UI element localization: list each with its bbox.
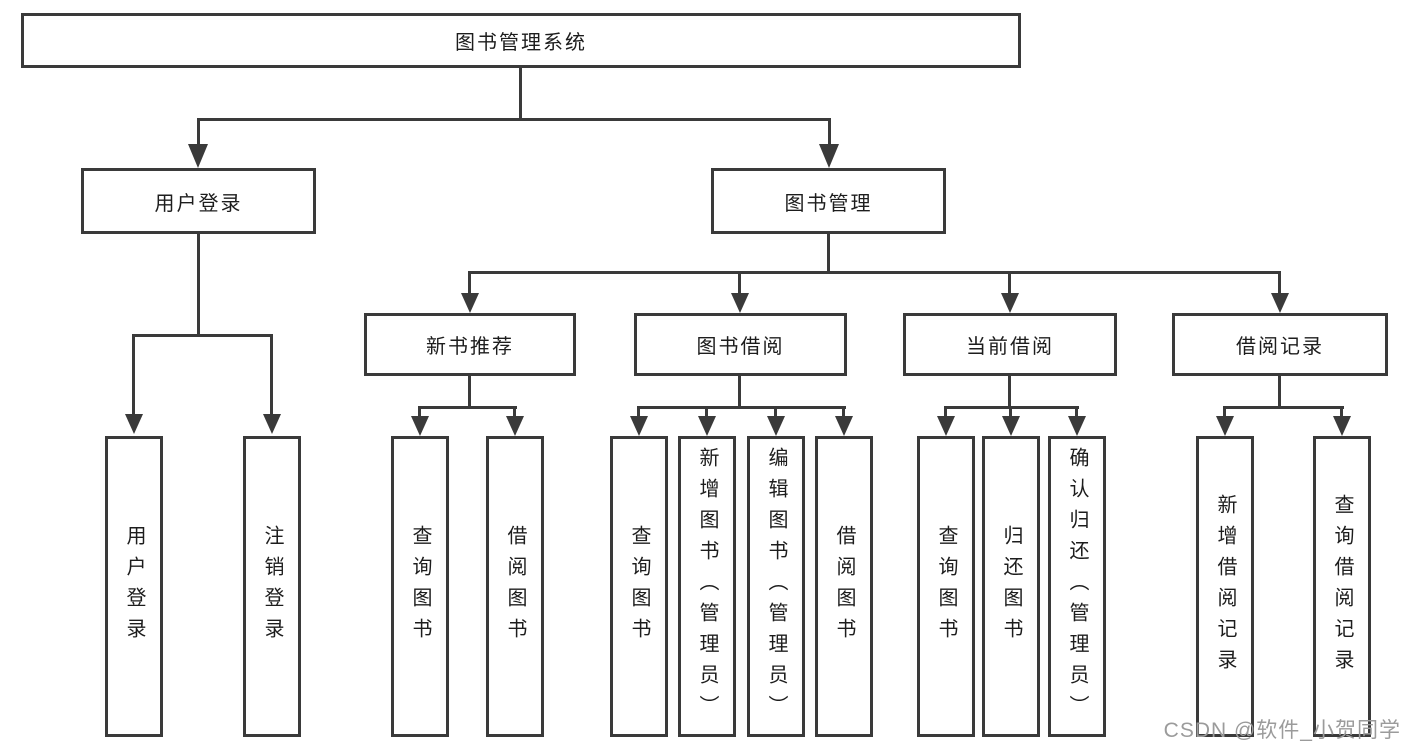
leaf-cb-return-book-label: 归还图书 xyxy=(1000,524,1022,649)
arrow-to-bb-borrow-icon xyxy=(835,416,853,436)
node-user-login: 用户登录 xyxy=(81,168,316,234)
leaf-cb-query-book-label: 查询图书 xyxy=(935,524,957,649)
leaf-bb-borrow-book: 借阅图书 xyxy=(815,436,873,737)
connector-stem-user-login xyxy=(197,120,200,146)
arrow-to-current-borrow-icon xyxy=(1001,293,1019,313)
arrow-to-user-login-icon xyxy=(188,144,208,168)
connector-new-book-hbar xyxy=(418,406,517,409)
connector-stem-bb-edit xyxy=(774,408,777,418)
connector-borrow-record-trunk xyxy=(1278,374,1281,408)
arrow-to-new-book-icon xyxy=(461,293,479,313)
connector-stem-br-add xyxy=(1223,408,1226,418)
node-root-library-system: 图书管理系统 xyxy=(21,13,1021,68)
leaf-cb-query-book: 查询图书 xyxy=(917,436,975,737)
node-book-borrow: 图书借阅 xyxy=(634,313,847,376)
leaf-br-query-record: 查询借阅记录 xyxy=(1313,436,1371,737)
connector-current-borrow-trunk xyxy=(1008,374,1011,408)
connector-new-book-trunk xyxy=(468,374,471,408)
leaf-logout-label: 注销登录 xyxy=(261,524,283,649)
leaf-nb-query-book-label: 查询图书 xyxy=(409,524,431,649)
arrow-to-book-mgmt-icon xyxy=(819,144,839,168)
connector-stem-book-mgmt xyxy=(828,120,831,146)
leaf-cb-confirm-return-admin: 确认归还（管理员） xyxy=(1048,436,1106,737)
connector-stem-leaf-login xyxy=(132,336,135,414)
leaf-cb-return-book: 归还图书 xyxy=(982,436,1040,737)
connector-stem-cb-confirm xyxy=(1075,408,1078,418)
node-borrow-record: 借阅记录 xyxy=(1172,313,1388,376)
connector-level3-hbar xyxy=(468,271,1281,274)
leaf-br-query-record-label: 查询借阅记录 xyxy=(1331,493,1353,680)
arrow-to-cb-query-icon xyxy=(937,416,955,436)
connector-stem-nb-borrow xyxy=(513,408,516,418)
arrow-to-leaf-login-icon xyxy=(125,414,143,434)
connector-stem-cb-return xyxy=(1009,408,1012,418)
leaf-bb-edit-book-admin-label: 编辑图书（管理员） xyxy=(765,447,787,726)
leaf-bb-add-book-admin-label: 新增图书（管理员） xyxy=(696,447,718,726)
connector-book-borrow-hbar xyxy=(637,406,846,409)
leaf-bb-edit-book-admin: 编辑图书（管理员） xyxy=(747,436,805,737)
connector-user-login-hbar xyxy=(132,334,273,337)
connector-stem-br-query xyxy=(1340,408,1343,418)
arrow-to-bb-query-icon xyxy=(630,416,648,436)
arrow-to-cb-confirm-icon xyxy=(1068,416,1086,436)
arrow-to-book-borrow-icon xyxy=(731,293,749,313)
connector-level1-hbar xyxy=(197,118,831,121)
connector-stem-book-borrow xyxy=(738,273,741,293)
leaf-bb-query-book: 查询图书 xyxy=(610,436,668,737)
arrow-to-br-add-icon xyxy=(1216,416,1234,436)
connector-stem-bb-borrow xyxy=(842,408,845,418)
arrow-to-nb-query-icon xyxy=(411,416,429,436)
connector-stem-nb-query xyxy=(418,408,421,418)
csdn-watermark: CSDN @软件_小贺同学 xyxy=(1163,719,1401,742)
arrow-to-borrow-record-icon xyxy=(1271,293,1289,313)
connector-stem-bb-add xyxy=(705,408,708,418)
leaf-br-add-record: 新增借阅记录 xyxy=(1196,436,1254,737)
node-current-borrow: 当前借阅 xyxy=(903,313,1117,376)
connector-user-login-trunk xyxy=(197,234,200,336)
connector-borrow-record-hbar xyxy=(1223,406,1344,409)
node-new-book-recommend: 新书推荐 xyxy=(364,313,576,376)
connector-current-borrow-hbar xyxy=(944,406,1079,409)
arrow-to-cb-return-icon xyxy=(1002,416,1020,436)
connector-root-trunk xyxy=(519,68,522,120)
leaf-nb-borrow-book-label: 借阅图书 xyxy=(504,524,526,649)
arrow-to-nb-borrow-icon xyxy=(506,416,524,436)
leaf-cb-confirm-return-admin-label: 确认归还（管理员） xyxy=(1066,447,1088,726)
leaf-br-add-record-label: 新增借阅记录 xyxy=(1214,493,1236,680)
leaf-logout: 注销登录 xyxy=(243,436,301,737)
leaf-bb-add-book-admin: 新增图书（管理员） xyxy=(678,436,736,737)
leaf-nb-query-book: 查询图书 xyxy=(391,436,449,737)
arrow-to-bb-edit-icon xyxy=(767,416,785,436)
connector-stem-new-book xyxy=(468,273,471,293)
connector-book-mgmt-trunk xyxy=(827,234,830,273)
arrow-to-br-query-icon xyxy=(1333,416,1351,436)
arrow-to-leaf-logout-icon xyxy=(263,414,281,434)
connector-stem-leaf-logout xyxy=(270,336,273,414)
connector-stem-bb-query xyxy=(637,408,640,418)
connector-book-borrow-trunk xyxy=(738,374,741,408)
leaf-user-login-label: 用户登录 xyxy=(123,524,145,649)
connector-stem-cb-query xyxy=(944,408,947,418)
connector-stem-current-borrow xyxy=(1008,273,1011,293)
node-book-management: 图书管理 xyxy=(711,168,946,234)
leaf-bb-query-book-label: 查询图书 xyxy=(628,524,650,649)
leaf-nb-borrow-book: 借阅图书 xyxy=(486,436,544,737)
connector-stem-borrow-record xyxy=(1278,273,1281,293)
leaf-bb-borrow-book-label: 借阅图书 xyxy=(833,524,855,649)
arrow-to-bb-add-icon xyxy=(698,416,716,436)
leaf-user-login: 用户登录 xyxy=(105,436,163,737)
